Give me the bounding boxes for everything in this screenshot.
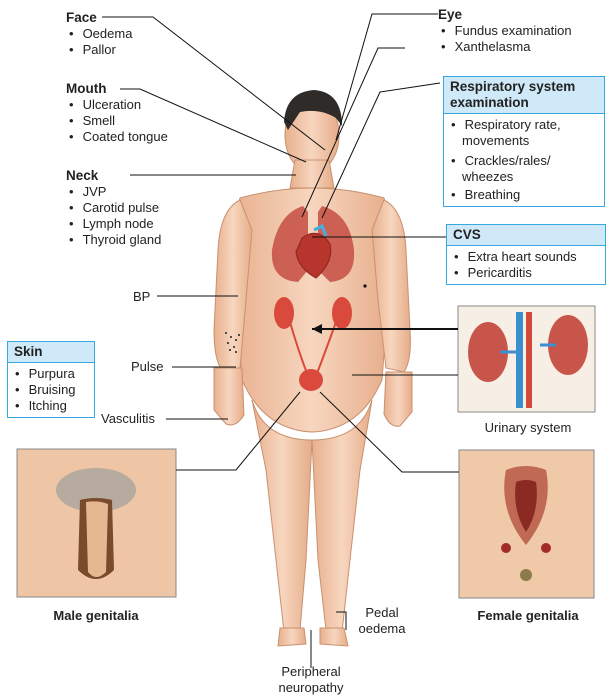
female-genitalia-caption: Female genitalia [462, 608, 594, 623]
neck-label-group: Neck JVP Carotid pulse Lymph node Thyroi… [66, 168, 161, 248]
mouth-label-group: Mouth Ulceration Smell Coated tongue [66, 81, 168, 145]
urinary-system-caption: Urinary system [472, 420, 584, 436]
list-item: Xanthelasma [438, 39, 572, 55]
neck-heading: Neck [66, 168, 161, 184]
male-genitalia-caption: Male genitalia [30, 608, 162, 623]
list-item: Oedema [66, 26, 132, 42]
neck-list: JVP Carotid pulse Lymph node Thyroid gla… [66, 184, 161, 248]
list-item: Carotid pulse [66, 200, 161, 216]
list-item: Fundus examination [438, 23, 572, 39]
peripheral-neuropathy-label: Peripheral neuropathy [268, 664, 354, 696]
cvs-heading: CVS [447, 225, 605, 246]
skin-heading: Skin [8, 342, 94, 363]
mouth-heading: Mouth [66, 81, 168, 97]
male-genitalia-inset [17, 449, 176, 597]
face-heading: Face [66, 10, 132, 26]
cvs-list: Extra heart sounds Pericarditis [447, 246, 605, 284]
vasculitis-label: Vasculitis [101, 411, 155, 427]
list-item: Ulceration [66, 97, 168, 113]
skin-list: Purpura Bruising Itching [8, 363, 94, 417]
mouth-list: Ulceration Smell Coated tongue [66, 97, 168, 145]
eye-label-group: Eye Fundus examination Xanthelasma [438, 7, 572, 55]
list-item: Smell [66, 113, 168, 129]
respiratory-box: Respiratory system examination Respirato… [443, 76, 605, 207]
list-item: Breathing [448, 187, 598, 203]
list-item: Lymph node [66, 216, 161, 232]
pedal-oedema-label: Pedal oedema [352, 605, 412, 637]
urinary-inset [458, 306, 595, 412]
eye-list: Fundus examination Xanthelasma [438, 23, 572, 55]
list-item: Pallor [66, 42, 132, 58]
list-item: Bruising [12, 382, 88, 398]
list-item: Extra heart sounds [451, 249, 599, 265]
list-item: Crackles/rales/ wheezes [448, 153, 598, 185]
bladder [299, 369, 323, 391]
face-label-group: Face Oedema Pallor [66, 10, 132, 58]
respiratory-list: Respiratory rate, movements Crackles/ral… [444, 114, 604, 206]
list-item: JVP [66, 184, 161, 200]
list-item: Respiratory rate, movements [448, 117, 598, 149]
cvs-box: CVS Extra heart sounds Pericarditis [446, 224, 606, 285]
face-list: Oedema Pallor [66, 26, 132, 58]
eye-heading: Eye [438, 7, 572, 23]
list-item: Coated tongue [66, 129, 168, 145]
list-item: Purpura [12, 366, 88, 382]
list-item: Pericarditis [451, 265, 599, 281]
list-item: Itching [12, 398, 88, 414]
list-item: Thyroid gland [66, 232, 161, 248]
bp-label: BP [133, 289, 150, 305]
female-genitalia-inset [459, 450, 594, 598]
respiratory-heading: Respiratory system examination [444, 77, 604, 114]
pulse-label: Pulse [131, 359, 164, 375]
skin-box: Skin Purpura Bruising Itching [7, 341, 95, 418]
